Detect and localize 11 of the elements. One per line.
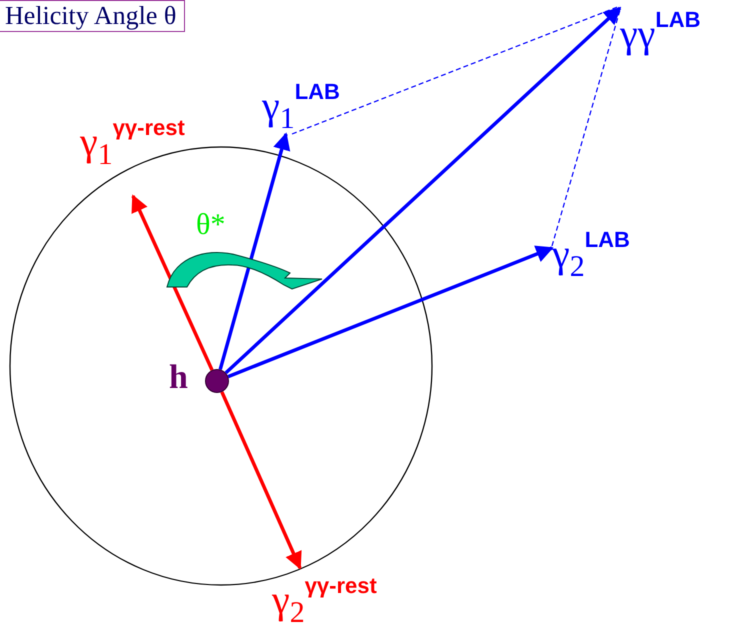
vector-arrow [224, 6, 622, 374]
particle-dot [205, 369, 229, 393]
vector-arrow [220, 391, 302, 570]
vector-arrow [218, 132, 290, 370]
dashed-line [551, 10, 621, 246]
angle-label: θ* [196, 208, 226, 242]
vector-label: γγ$^{LAB}$ [620, 2, 738, 58]
particle-label: h [169, 359, 188, 397]
vector-arrow [131, 194, 214, 371]
vector-arrow [228, 246, 554, 378]
title: Helicity Angle θ [0, 0, 186, 32]
